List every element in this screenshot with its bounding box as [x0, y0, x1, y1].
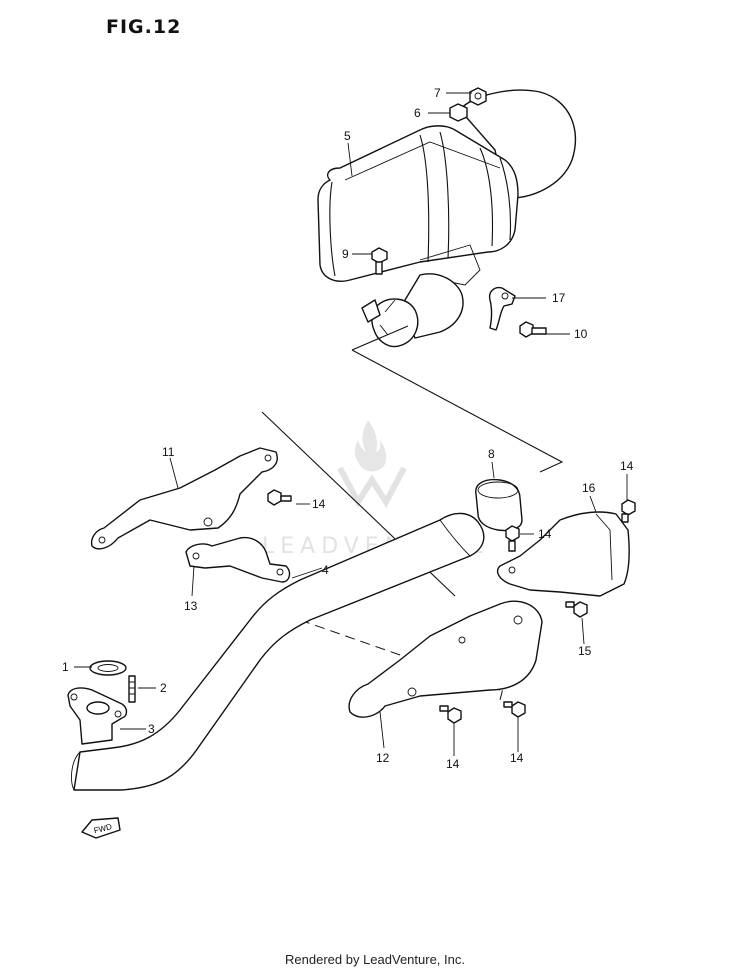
bolt-9: [371, 247, 388, 275]
label-part-11: 11: [162, 445, 175, 459]
label-part-2: 2: [160, 681, 167, 695]
label-part-4: 4: [322, 563, 329, 577]
label-part-15: 15: [578, 644, 592, 658]
label-part-14-b: 14: [538, 527, 552, 541]
nut-7: [469, 87, 487, 106]
footer-credit: Rendered by LeadVenture, Inc.: [285, 952, 465, 967]
exhaust-pipe: [71, 512, 485, 791]
label-part-6: 6: [414, 106, 421, 120]
guide-line: [351, 325, 409, 351]
mount-hole: [458, 636, 466, 644]
label-part-13: 13: [184, 599, 198, 613]
mount-hole: [508, 566, 516, 574]
label-part-12: 12: [376, 751, 390, 765]
bolt-14-d: [439, 705, 462, 724]
muffler: [317, 89, 577, 286]
bolt-14-e: [503, 701, 526, 718]
bracket-hole: [501, 292, 509, 300]
forward-arrow-icon: FWD: [81, 817, 121, 839]
figure-title: FIG.12: [106, 16, 182, 38]
mount-hole: [276, 568, 284, 576]
callouts: 7 6 5 9 17 10 8 11 14 14 14 16 4 13 1 2 …: [62, 86, 634, 771]
stud-2: [128, 675, 136, 703]
label-part-10: 10: [574, 327, 588, 341]
label-part-1: 1: [62, 660, 69, 674]
mount-hole: [203, 517, 213, 527]
mount-hole: [98, 536, 106, 544]
mount-hole: [407, 687, 417, 697]
mount-hole: [513, 615, 523, 625]
bolt-15: [565, 601, 588, 618]
washer-6: [449, 103, 468, 122]
label-part-3: 3: [148, 722, 155, 736]
label-part-8: 8: [488, 447, 495, 461]
guide-line: [351, 349, 564, 473]
heat-protector-11: [90, 447, 278, 550]
muffler-inlet-pipe: [361, 273, 464, 348]
bolt-14-c: [621, 499, 636, 523]
label-part-14-a: 14: [312, 497, 326, 511]
sleeve-8: [475, 478, 523, 532]
label-part-16: 16: [582, 481, 596, 495]
protector-edge: [595, 513, 613, 581]
bolt-14-a: [267, 489, 292, 506]
label-part-17: 17: [552, 291, 566, 305]
label-part-7: 7: [434, 86, 441, 100]
label-part-14-d: 14: [446, 757, 460, 771]
heat-protector-16: [496, 511, 630, 597]
heat-protector-12: [348, 600, 543, 718]
bolt-10: [519, 321, 547, 338]
label-part-14-e: 14: [510, 751, 524, 765]
label-part-9: 9: [342, 247, 349, 261]
bolt-14-b: [505, 525, 520, 552]
mount-hole: [192, 552, 200, 560]
label-part-14-c: 14: [620, 459, 634, 473]
muffler-bracket: [488, 286, 516, 331]
pipe-joint-3: [67, 687, 128, 745]
bracket-13: [185, 536, 291, 583]
arrow-label: FWD: [93, 822, 113, 835]
mount-hole: [264, 454, 272, 462]
label-part-5: 5: [344, 129, 351, 143]
gasket-1: [89, 660, 127, 676]
